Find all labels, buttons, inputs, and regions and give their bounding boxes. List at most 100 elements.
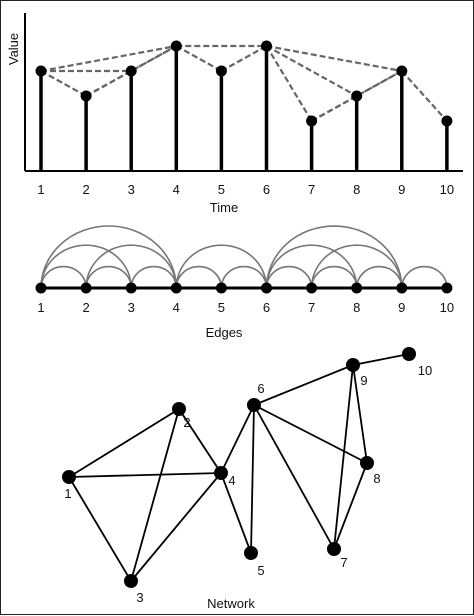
visibility-arc: [85, 244, 178, 289]
edge-node: [351, 282, 363, 294]
network-edges: [68, 353, 410, 582]
edge-node-label: 4: [173, 300, 180, 315]
edge-node-label: 5: [218, 300, 225, 315]
x-tick-label: 1: [37, 182, 44, 197]
x-axis-label: Time: [210, 200, 238, 215]
network-edge: [178, 408, 222, 474]
visibility-arc: [40, 244, 132, 289]
network-node: [247, 398, 261, 412]
stem-point: [441, 115, 453, 127]
stem-point: [215, 65, 227, 77]
visibility-link: [175, 45, 222, 72]
edge-node: [170, 282, 182, 294]
network-caption: Network: [207, 596, 255, 611]
stem-points: [35, 40, 453, 127]
network-node: [360, 456, 374, 470]
edge-node-label: 10: [440, 300, 454, 315]
visibility-dashed-links: [40, 44, 448, 122]
edge-node: [396, 282, 408, 294]
visibility-link: [85, 45, 177, 97]
network-node: [402, 347, 416, 361]
stem-point: [170, 40, 182, 52]
network-edge: [68, 476, 132, 582]
network-node: [346, 358, 360, 372]
visibility-arc: [175, 265, 223, 289]
edge-node: [215, 282, 227, 294]
visibility-arc: [85, 265, 132, 289]
visibility-arc: [401, 265, 448, 289]
stem-point: [125, 65, 137, 77]
edge-node-label: 9: [398, 300, 405, 315]
network-edge: [253, 404, 335, 550]
stem-point: [80, 90, 92, 102]
edges-caption: Edges: [206, 325, 243, 340]
visibility-arc: [40, 265, 87, 289]
visibility-link: [266, 44, 402, 73]
visibility-arc: [40, 225, 178, 289]
network-edge: [250, 404, 255, 554]
network-node: [172, 402, 186, 416]
visibility-link: [311, 70, 403, 122]
visibility-link: [40, 44, 177, 73]
network-nodes: [62, 347, 416, 588]
stem-point: [396, 65, 408, 77]
visibility-link: [220, 45, 268, 72]
visibility-arc: [310, 244, 403, 289]
network-node: [62, 470, 76, 484]
network-edge: [130, 408, 180, 582]
visibility-arc: [265, 244, 358, 289]
network-edge: [352, 364, 368, 464]
network-node-label: 2: [183, 415, 190, 430]
edge-node-label: 2: [82, 300, 89, 315]
network-node-label: 6: [257, 381, 264, 396]
visibility-arc: [265, 265, 313, 289]
x-tick-label: 9: [398, 182, 405, 197]
edge-node: [261, 282, 272, 294]
edge-node: [125, 282, 137, 294]
network-graph: 1 2 3 4 5 6 7 8 9 10 Network: [62, 347, 432, 611]
network-node: [327, 542, 341, 556]
network-node: [124, 574, 138, 588]
network-node-label: 5: [257, 563, 264, 578]
network-node-label: 10: [418, 363, 432, 378]
network-node-label: 1: [64, 486, 71, 501]
visibility-link: [265, 45, 313, 122]
stem-point: [261, 40, 272, 52]
edge-node-label: 7: [308, 300, 315, 315]
visibility-arc: [175, 244, 268, 289]
edge-node-label: 1: [37, 300, 44, 315]
network-edge: [68, 472, 222, 478]
network-node-label: 8: [373, 471, 380, 486]
visibility-arcs: [40, 225, 448, 289]
network-edge: [130, 472, 222, 582]
visibility-arc: [310, 265, 358, 289]
x-tick-label: 5: [218, 182, 225, 197]
visibility-arc: [130, 265, 178, 289]
network-edge: [220, 404, 255, 474]
visibility-arc: [355, 265, 403, 289]
network-edge: [220, 472, 252, 554]
edge-node: [80, 282, 92, 294]
y-axis-label: Value: [6, 33, 21, 65]
network-node: [244, 546, 258, 560]
network-node-label: 4: [228, 473, 235, 488]
edge-node-label: 3: [128, 300, 135, 315]
network-edge: [253, 364, 354, 406]
edge-node: [35, 282, 47, 294]
network-node-label: 3: [136, 590, 143, 605]
network-edge: [68, 408, 180, 478]
network-node-label: 9: [360, 373, 367, 388]
network-node-label: 7: [340, 555, 347, 570]
visibility-arc: [265, 225, 403, 289]
x-tick-label: 8: [353, 182, 360, 197]
x-tick-label: 7: [308, 182, 315, 197]
network-edge: [253, 404, 368, 464]
visibility-link: [40, 70, 87, 97]
network-node: [214, 466, 228, 480]
x-tick-label: 3: [128, 182, 135, 197]
edge-nodes: [35, 282, 453, 294]
